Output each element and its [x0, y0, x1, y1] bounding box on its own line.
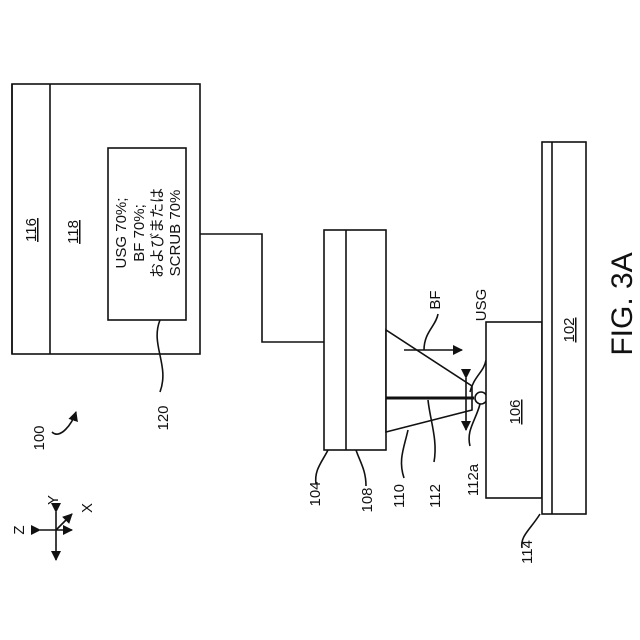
label-118: 118	[65, 220, 82, 244]
label-116: 116	[23, 218, 40, 242]
label-112a: 112a	[465, 463, 482, 496]
leader-usg	[470, 360, 486, 392]
label-120: 120	[155, 405, 172, 430]
tool-holder	[386, 330, 472, 432]
leader-104	[316, 450, 328, 484]
program-line-4: SCRUB 70%	[167, 190, 184, 277]
leader-110	[401, 430, 408, 478]
connection-wire	[200, 234, 324, 342]
figure-title: FIG. 3A	[606, 252, 639, 355]
label-106: 106	[507, 399, 524, 424]
bond-head	[324, 230, 386, 450]
label-axis-z: Z	[11, 525, 28, 534]
program-line-3: およびまたは	[149, 188, 166, 278]
axis-x	[56, 514, 72, 530]
leader-100	[52, 412, 76, 434]
label-104: 104	[307, 481, 324, 506]
program-line-2: BF 70%;	[131, 204, 148, 262]
label-axis-x: X	[79, 503, 96, 513]
label-110: 110	[391, 484, 408, 508]
label-axis-y: Y	[45, 495, 62, 505]
leader-108	[356, 450, 366, 486]
label-114: 114	[519, 540, 536, 564]
leader-bf	[424, 314, 438, 350]
label-usg: USG	[473, 289, 490, 322]
label-100: 100	[31, 425, 48, 450]
label-108: 108	[359, 487, 376, 512]
label-bf: BF	[427, 290, 444, 309]
label-102: 102	[561, 317, 578, 342]
label-112: 112	[427, 484, 444, 508]
program-line-1: USG 70%;	[113, 198, 130, 269]
